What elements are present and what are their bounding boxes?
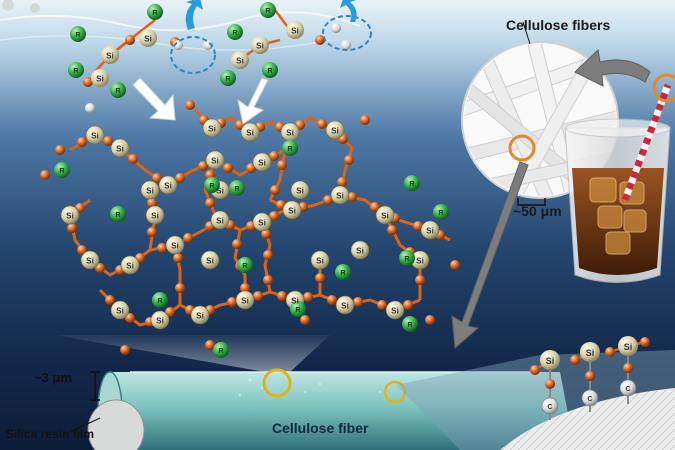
silicon-symbol: Si (291, 296, 299, 305)
silicon-symbol: Si (196, 311, 204, 320)
silicon-symbol: Si (211, 156, 219, 165)
cellulose-fiber-label: Cellulose fiber (272, 420, 369, 436)
organic_group-symbol: R (295, 305, 301, 314)
organic_group-symbol: R (218, 346, 224, 355)
silicon-symbol: Si (258, 218, 266, 227)
silicon-symbol: Si (341, 301, 349, 310)
water-surface (0, 11, 361, 51)
silicon-symbol: Si (106, 51, 114, 60)
silicon-symbol: Si (356, 246, 364, 255)
organic_group-symbol: R (59, 166, 65, 175)
cellulose-fiber (87, 371, 575, 450)
organic_group-symbol: R (209, 181, 215, 190)
cellulose-fibers-label: Cellulose fibers (506, 17, 611, 33)
organic_group-symbol: R (404, 254, 410, 263)
silicon-symbol: Si (206, 256, 214, 265)
silicon-symbol: Si (336, 191, 344, 200)
straw-icon (621, 73, 675, 202)
organic_group-symbol: R (234, 184, 240, 193)
organic_group-symbol: R (287, 144, 293, 153)
surface-zoom-panel (396, 336, 675, 450)
organic_group-symbol: R (267, 66, 273, 75)
organic_group-symbol: R (265, 6, 271, 15)
silica-resin-film-label: Silica resin film (6, 427, 95, 441)
silicon-symbol: Si (216, 216, 224, 225)
organic_group-symbol: R (73, 66, 79, 75)
silicon-symbol: Si (291, 26, 299, 35)
film-scale-bracket (90, 371, 100, 401)
silicon-symbol: Si (164, 181, 172, 190)
silicon-symbol: Si (241, 296, 249, 305)
fiber-scale-label: ~50 μm (513, 203, 562, 219)
silicon-symbol: Si (126, 261, 134, 270)
organic_group-symbol: R (225, 74, 231, 83)
organic_group-symbol: R (407, 320, 413, 329)
silicon-symbol: Si (331, 126, 339, 135)
zoom-beam (55, 335, 330, 372)
silicon-symbol: Si (116, 144, 124, 153)
silicon-symbol: Si (116, 306, 124, 315)
organic_group-symbol: R (157, 296, 163, 305)
silicon-symbol: Si (256, 41, 264, 50)
hydrogen-symbol: C (547, 402, 552, 411)
water-release-arrow-icon (185, 0, 357, 30)
organic_group-symbol: R (115, 210, 121, 219)
silicon-symbol: Si (624, 342, 633, 352)
silicon-symbol: Si (286, 128, 294, 137)
precursor-molecules (2, 0, 372, 113)
silicon-symbol: Si (416, 256, 424, 265)
organic_group-symbol: R (152, 8, 158, 17)
organic_group-symbol: R (438, 208, 444, 217)
silicon-symbol: Si (391, 306, 399, 315)
organic_group-symbol: R (409, 179, 415, 188)
hydrogen-symbol: C (587, 394, 592, 403)
organic_group-symbol: R (232, 28, 238, 37)
silicon-symbol: Si (156, 316, 164, 325)
drink-glass-icon (564, 118, 671, 283)
silicon-symbol: Si (66, 211, 74, 220)
silicon-symbol: Si (236, 56, 244, 65)
reaction-arrow-icon (132, 77, 269, 125)
fiber-surface-ring (383, 380, 407, 404)
silicon-symbol: Si (86, 256, 94, 265)
silicon-symbol: Si (288, 206, 296, 215)
silicon-symbol: Si (151, 211, 159, 220)
film-thickness-label: ~3 μm (34, 370, 72, 385)
hydrogen-symbol: C (625, 384, 630, 393)
silicon-symbol: Si (296, 186, 304, 195)
organic_group-symbol: R (340, 268, 346, 277)
organic_group-symbol: R (75, 30, 81, 39)
silicon-symbol: Si (426, 226, 434, 235)
organic_group-symbol: R (242, 261, 248, 270)
silicon-symbol: Si (316, 256, 324, 265)
film-label-leader (69, 417, 101, 433)
silicon-symbol: Si (208, 124, 216, 133)
silicon-symbol: Si (96, 74, 104, 83)
organic_group-symbol: R (115, 86, 121, 95)
silicon-symbol: Si (171, 241, 179, 250)
fiber-highlight-ring (262, 368, 292, 398)
silicon-symbol: Si (216, 186, 224, 195)
silicon-symbol: Si (258, 158, 266, 167)
zoom-arrow-icon (451, 48, 651, 350)
silicon-symbol: Si (146, 186, 154, 195)
silicon-symbol: Si (91, 131, 99, 140)
silicon-symbol: Si (546, 356, 555, 366)
silicon-symbol: Si (586, 348, 595, 358)
siloxane-network (40, 100, 460, 358)
silicon-symbol: Si (246, 128, 254, 137)
silicon-symbol: Si (144, 34, 152, 43)
silicon-symbol: Si (381, 211, 389, 220)
